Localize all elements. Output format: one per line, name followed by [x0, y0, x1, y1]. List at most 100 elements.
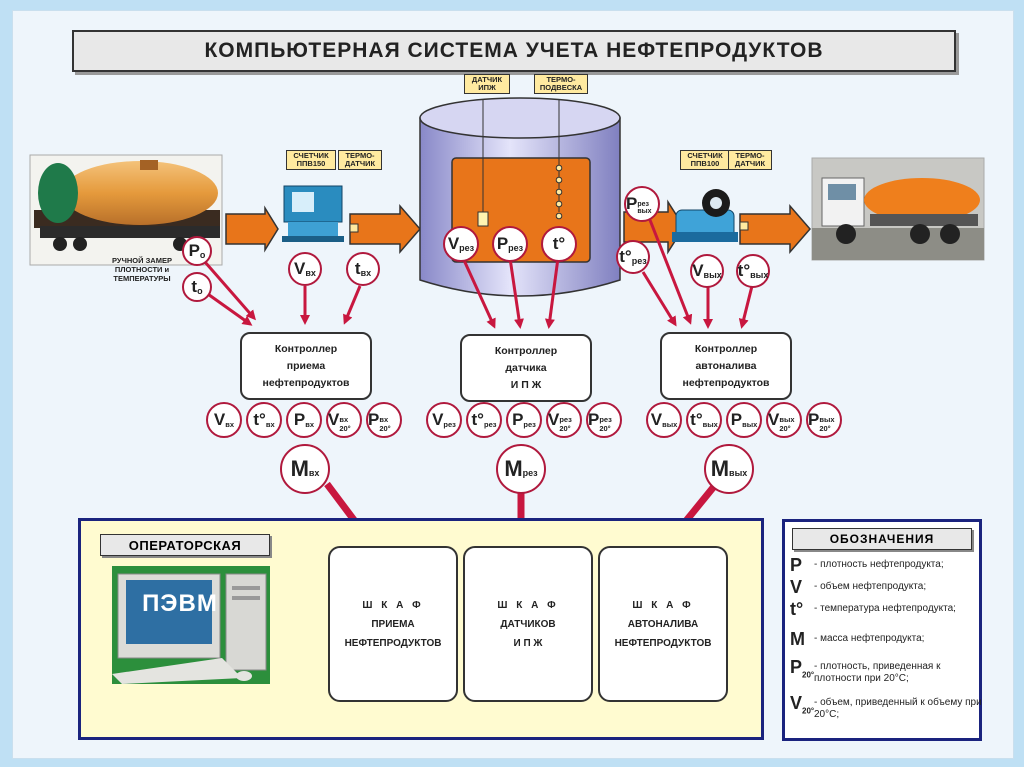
param-symbol: V	[548, 410, 560, 429]
mass-intake-symbol: M	[290, 456, 309, 481]
legend-symbol: V20°	[790, 694, 815, 721]
legend-box	[782, 519, 982, 741]
thermo-suspension-label: ТЕРМО- ПОДВЕСКА	[534, 74, 588, 94]
legend-symbol: V	[790, 578, 812, 605]
sensor-t0-symbol: t	[191, 277, 198, 296]
mass-outflow-symbol: M	[710, 456, 730, 481]
cabinet-density-line1: Ш К А Ф	[497, 599, 559, 611]
mass-intake-sub: вх	[308, 468, 320, 478]
thermo-suspension-label-line2: ПОДВЕСКА	[539, 83, 583, 92]
controller-density-line3: И П Ж	[510, 378, 542, 391]
intake-flow-meter-image	[282, 185, 344, 242]
legend-symbol-text: P	[790, 555, 803, 575]
legend-text: - температура нефтепродукта;	[814, 603, 956, 614]
sensor-t-out-sub: вых	[750, 270, 769, 280]
param-sub: рез 20°	[559, 415, 572, 433]
cabinet-intake-line2: ПРИЕМА	[371, 618, 415, 630]
cabinet-density-line3: И П Ж	[513, 637, 543, 649]
sensor-t-res-symbol: t°	[552, 234, 566, 253]
outflow-thermo-probe	[739, 221, 749, 231]
param-sub: вых	[742, 419, 758, 429]
cabinet-outflow: Ш К А Ф АВТОНАЛИВА НЕФТЕПРОДУКТОВ	[598, 546, 728, 702]
param-sub: вх	[265, 419, 275, 429]
sensor-t-res: t°	[541, 226, 577, 262]
intake-meter-label: СЧЕТЧИК ППВ150	[286, 150, 336, 170]
intake-thermo-probe	[349, 223, 359, 233]
param-sub: вх 20°	[379, 415, 391, 433]
sensor-v-res-sub: рез	[459, 243, 475, 253]
param-intake-1: t°вх	[246, 402, 282, 438]
storage-tank-image	[419, 97, 621, 297]
param-sub: вых 20°	[819, 415, 835, 433]
sensor-rho0-symbol: P	[188, 241, 200, 260]
manual-measurement-note: РУЧНОЙ ЗАМЕР ПЛОТНОСТИ и ТЕМПЕРАТУРЫ	[112, 256, 172, 283]
param-sub: вх	[225, 419, 235, 429]
legend-symbol: t°	[790, 600, 812, 627]
param-sub: вых 20°	[779, 415, 795, 433]
legend-item-volume: V- объем нефтепродукта;	[790, 578, 982, 605]
param-sub: вых	[662, 419, 678, 429]
cabinet-density-sensors: Ш К А Ф ДАТЧИКОВ И П Ж	[463, 546, 593, 702]
sensor-t-in-symbol: t	[354, 259, 361, 278]
param-symbol: V	[213, 410, 226, 429]
legend-symbol: P	[790, 556, 812, 583]
sensor-rho-res-symbol: P	[496, 234, 509, 253]
param-sub: вх 20°	[339, 415, 351, 433]
sensor-v-out-sub: вых	[703, 270, 722, 280]
sensor-rho-res-out-symbol: P	[626, 194, 638, 213]
controller-intake: Контроллер приема нефтепродуктов	[240, 332, 372, 400]
cabinet-intake-line1: Ш К А Ф	[362, 599, 424, 611]
legend-symbol-sub: 20°	[802, 706, 815, 716]
cabinet-intake-line3: НЕФТЕПРОДУКТОВ	[344, 637, 442, 649]
mass-outflow-sub: вых	[729, 468, 748, 478]
controller-density-line1: Контроллер	[494, 344, 558, 357]
legend-item-temperature: t° - температура нефтепродукта;	[790, 600, 982, 627]
outflow-meter-label: СЧЕТЧИК ППВ100	[680, 150, 730, 170]
legend-item-density: P- плотность нефтепродукта;	[790, 556, 982, 583]
legend-symbol: P20°	[790, 657, 814, 685]
param-symbol: t°	[253, 410, 266, 429]
outflow-thermo-label: ТЕРМО- ДАТЧИК	[728, 150, 772, 170]
legend-symbol-text: t°	[790, 599, 804, 619]
intake-thermo-label-line1: ТЕРМО-	[345, 151, 375, 160]
param-sub: рез	[483, 419, 497, 429]
cabinet-outflow-line2: АВТОНАЛИВА	[627, 618, 699, 630]
intake-meter-label-line2: ППВ150	[296, 159, 326, 168]
controller-intake-line1: Контроллер	[274, 342, 338, 355]
sensor-v-out-symbol: V	[692, 261, 704, 280]
cabinet-outflow-line3: НЕФТЕПРОДУКТОВ	[614, 637, 712, 649]
sensor-arrows	[203, 219, 754, 329]
param-symbol: V	[650, 410, 663, 429]
param-sub: рез 20°	[599, 415, 612, 433]
legend-symbol-text: P	[790, 657, 803, 677]
param-symbol: P	[368, 410, 380, 429]
param-symbol: P	[808, 410, 820, 429]
controller-density-line2: датчика	[505, 361, 547, 374]
pipe-segments	[225, 199, 811, 255]
outflow-meter-label-line2: ППВ100	[690, 159, 720, 168]
outflow-flow-meter-image	[672, 189, 738, 242]
legend-text: - масса нефтепродукта;	[814, 633, 925, 644]
outflow-thermo-label-line1: ТЕРМО-	[735, 151, 765, 160]
param-sub: рез	[443, 419, 456, 429]
thermo-suspension-label-line1: ТЕРМО-	[546, 75, 576, 84]
diagram-title: КОМПЬЮТЕРНАЯ СИСТЕМА УЧЕТА НЕФТЕПРОДУКТО…	[72, 30, 956, 72]
legend-item-mass: M- масса нефтепродукта;	[790, 630, 982, 657]
sensor-rho-res-sub: рез	[508, 243, 524, 253]
param-symbol: P	[512, 410, 524, 429]
outflow-meter-label-line1: СЧЕТЧИК	[687, 151, 723, 160]
mass-tank-symbol: M	[504, 456, 523, 481]
